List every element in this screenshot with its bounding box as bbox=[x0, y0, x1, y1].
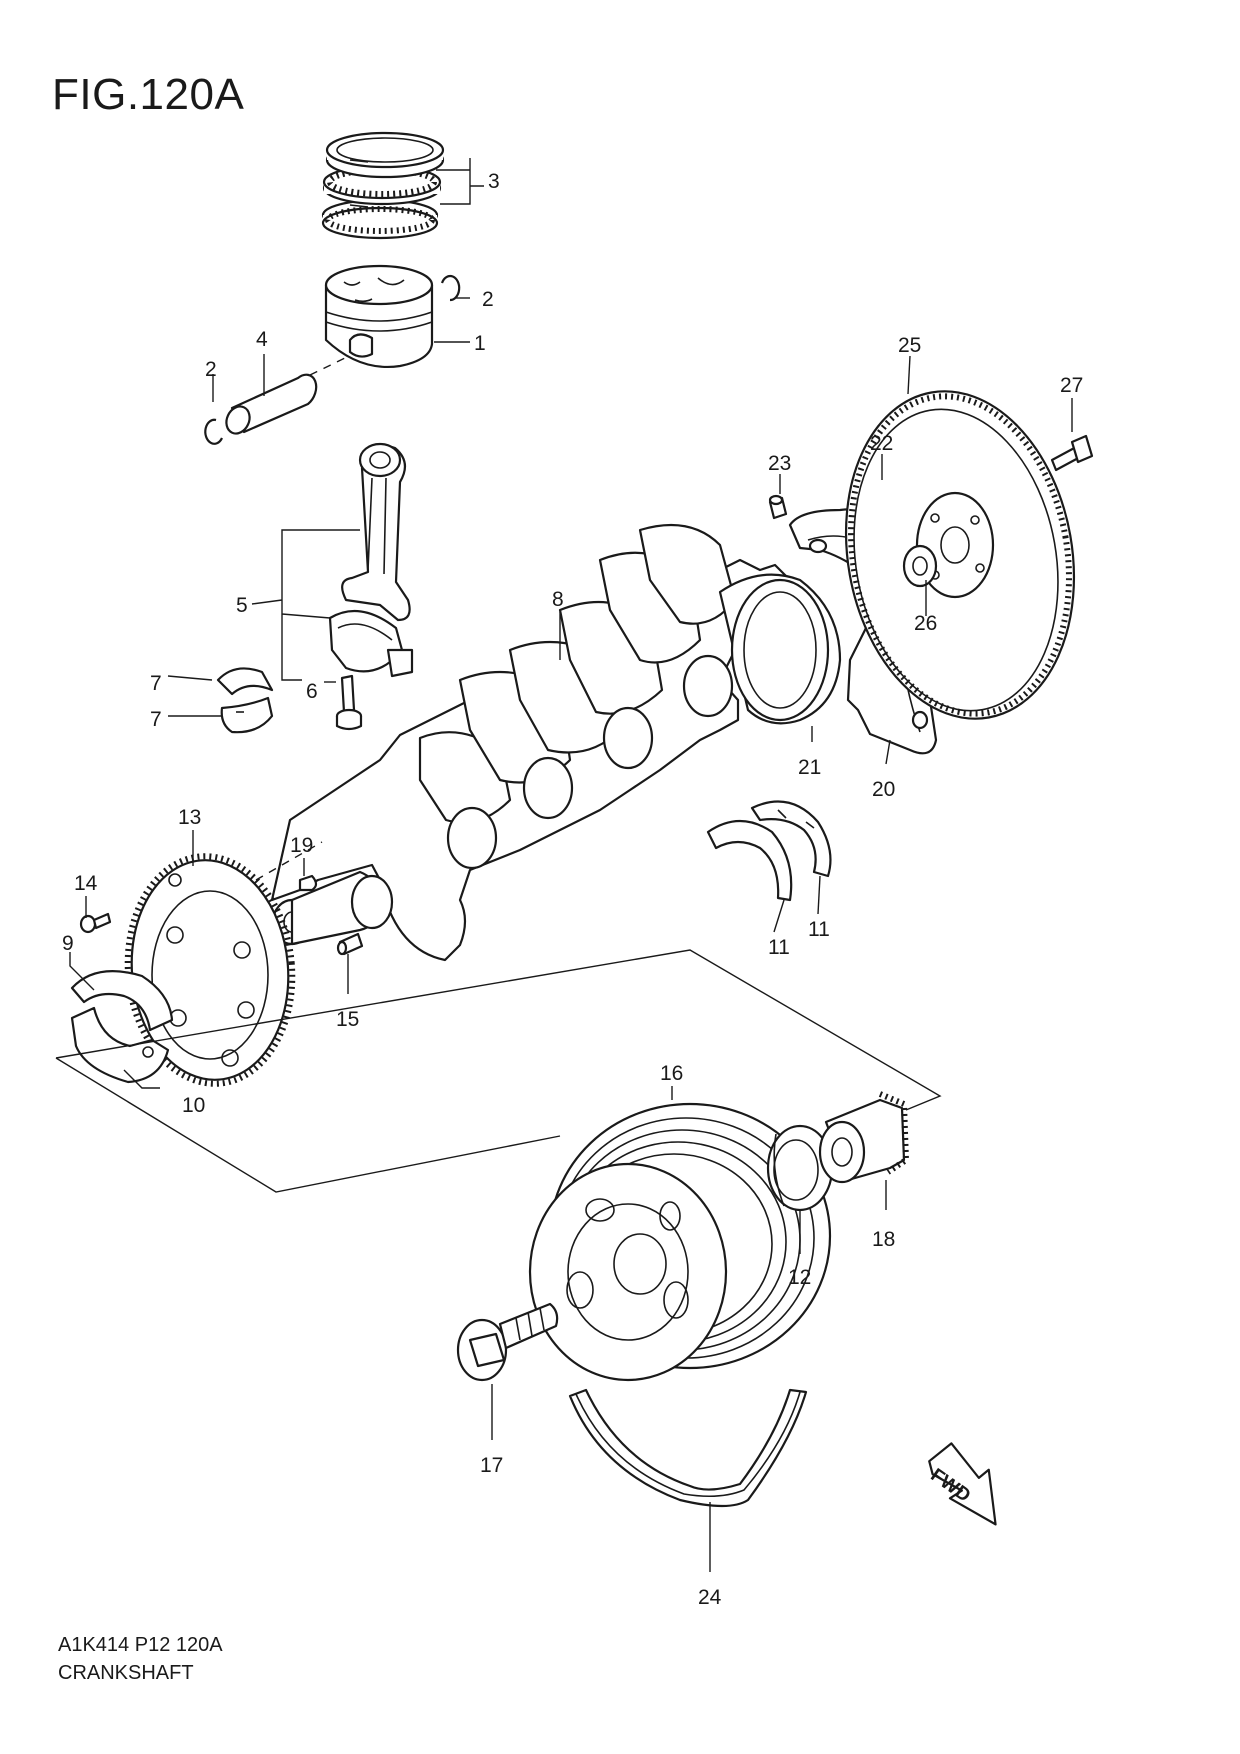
pulley-bolt bbox=[456, 1302, 559, 1382]
callout-14: 14 bbox=[74, 872, 98, 895]
callout-9: 9 bbox=[62, 932, 74, 955]
connecting-rod bbox=[328, 442, 414, 678]
thrust-washer-rear bbox=[750, 800, 832, 878]
fwd-direction-badge: FWD bbox=[927, 1442, 997, 1526]
callout-11: 11 bbox=[768, 936, 790, 959]
callout-7: 7 bbox=[150, 672, 162, 695]
callout-17: 17 bbox=[480, 1454, 503, 1477]
callout-19: 19 bbox=[290, 834, 313, 857]
main-bearing-lower bbox=[70, 1006, 170, 1084]
assembly-outline bbox=[55, 949, 942, 1193]
dowel-pin bbox=[768, 494, 788, 520]
callout-13: 13 bbox=[178, 806, 201, 829]
callout-16: 16 bbox=[660, 1062, 683, 1085]
main-bearing-upper bbox=[70, 970, 174, 1032]
callout-2b: 2 bbox=[205, 358, 217, 381]
callout-4: 4 bbox=[256, 328, 268, 351]
woodruff-key bbox=[298, 874, 318, 892]
callout-27: 27 bbox=[1060, 374, 1083, 397]
piston-rings bbox=[321, 131, 445, 240]
thrust-washer-front bbox=[706, 820, 793, 902]
callout-10: 10 bbox=[182, 1094, 205, 1117]
callout-6: 6 bbox=[306, 680, 318, 703]
snap-ring-left bbox=[204, 418, 224, 445]
callout-15: 15 bbox=[336, 1008, 359, 1031]
crankshaft-pulley bbox=[528, 1102, 832, 1382]
pilot-bearing bbox=[902, 544, 938, 588]
callout-7b: 7 bbox=[150, 708, 162, 731]
piston bbox=[324, 264, 434, 368]
snap-ring-right bbox=[440, 274, 461, 302]
conrod-bearing-upper bbox=[216, 667, 274, 696]
callout-labels: 3 2 1 4 2 25 27 23 22 5 8 26 7 6 7 21 20… bbox=[62, 170, 1083, 1609]
timing-sprocket bbox=[818, 1091, 910, 1184]
footer-figure-name: CRANKSHAFT bbox=[58, 1662, 194, 1684]
piston-pin bbox=[225, 357, 346, 435]
callout-2: 2 bbox=[482, 288, 494, 311]
callout-21: 21 bbox=[798, 756, 821, 779]
callout-22: 22 bbox=[870, 432, 893, 455]
callout-25: 25 bbox=[898, 334, 921, 357]
figure-title: FIG.120A bbox=[52, 70, 245, 119]
callout-12: 12 bbox=[788, 1266, 811, 1289]
callout-23: 23 bbox=[768, 452, 791, 475]
flywheel-bolt-outer bbox=[1050, 434, 1094, 472]
small-bolt bbox=[79, 912, 112, 934]
pin bbox=[336, 932, 364, 956]
rear-oil-seal bbox=[718, 573, 842, 725]
callout-26: 26 bbox=[914, 612, 937, 635]
leader-lines bbox=[69, 158, 1073, 1572]
callout-20: 20 bbox=[872, 778, 895, 801]
v-ribbed-belt bbox=[568, 1388, 808, 1508]
footer-figure-code: A1K414 P12 120A bbox=[58, 1634, 223, 1656]
conrod-bolt bbox=[335, 674, 363, 731]
callout-18: 18 bbox=[872, 1228, 895, 1251]
conrod-bearing-lower bbox=[220, 696, 274, 734]
callout-1: 1 bbox=[474, 332, 486, 355]
callout-5: 5 bbox=[236, 594, 248, 617]
callout-11b: 11 bbox=[808, 918, 830, 941]
callout-8: 8 bbox=[552, 588, 564, 611]
callout-3: 3 bbox=[488, 170, 500, 193]
callout-24: 24 bbox=[698, 1586, 722, 1609]
